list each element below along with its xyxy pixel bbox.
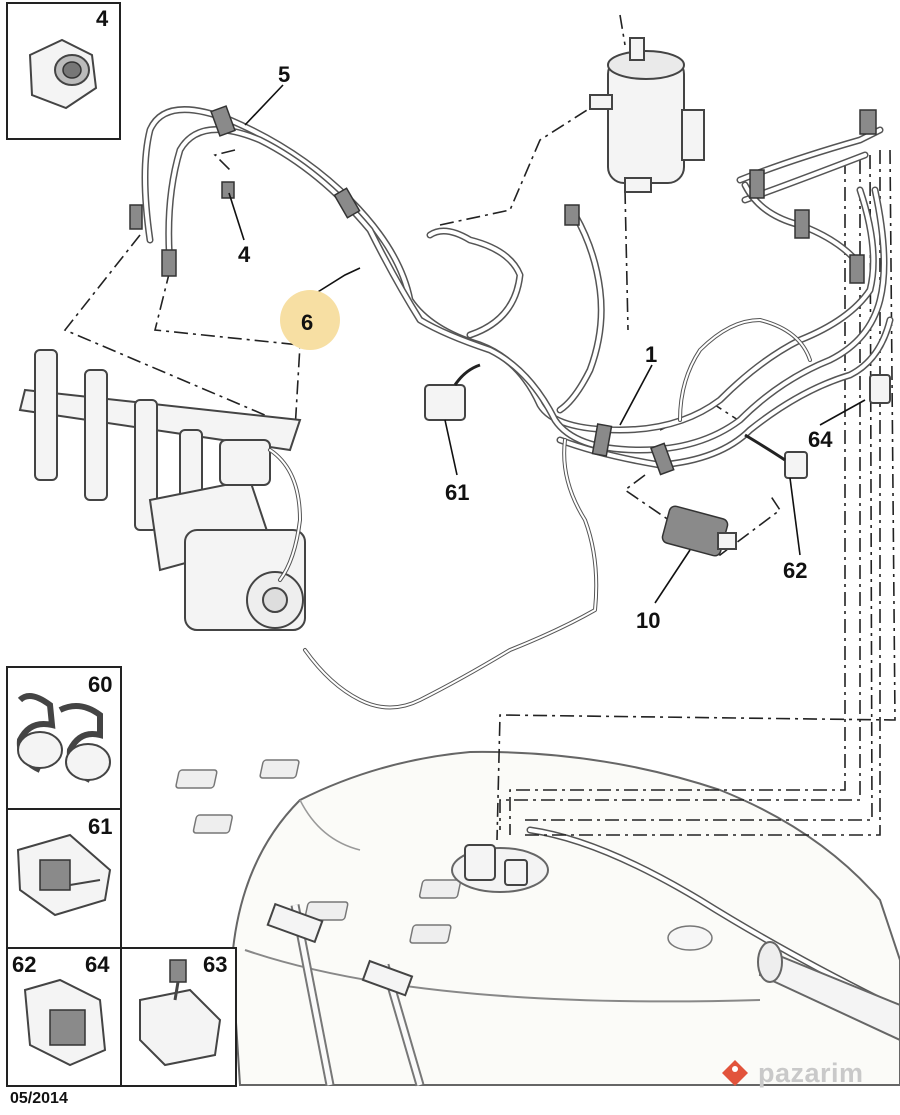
inset-label-4: 4: [96, 6, 109, 31]
inset-label-64: 64: [85, 952, 110, 977]
component-64: [869, 374, 891, 404]
inset-63: 63: [120, 947, 237, 1087]
inset-label-60: 60: [88, 672, 112, 697]
component-61: [424, 363, 481, 421]
fuel-filter: [589, 37, 705, 193]
callout-62: 62: [783, 558, 807, 583]
callouts: 5 4 6 1 61 64 62 10: [238, 62, 833, 633]
callout-5: 5: [278, 62, 290, 87]
callout-1: 1: [645, 342, 657, 367]
watermark-text: pazarim: [758, 1058, 864, 1088]
callout-61: 61: [445, 480, 469, 505]
injection-pump-assembly: [18, 349, 306, 631]
inset-62-64: 62 64: [6, 947, 122, 1087]
inset-61: 61: [6, 808, 122, 949]
callout-64: 64: [808, 427, 833, 452]
inset-label-63: 63: [203, 952, 227, 977]
date-code: 05/2014: [10, 1090, 68, 1107]
callout-6: 6: [301, 310, 313, 335]
inset-label-62: 62: [12, 952, 36, 977]
component-62: [744, 433, 808, 479]
inset-60: 60: [6, 666, 122, 810]
inset-4: 4: [6, 2, 121, 140]
inset-label-61: 61: [88, 814, 112, 839]
callout-6-highlight: [280, 290, 340, 350]
callout-4: 4: [238, 242, 251, 267]
leader-lines: [228, 84, 866, 604]
tag-icon: [722, 1060, 748, 1086]
fuel-pipe-bundle: [129, 105, 894, 710]
callout-10: 10: [636, 608, 660, 633]
fuel-tank: [175, 750, 900, 1087]
component-10: [661, 505, 737, 557]
